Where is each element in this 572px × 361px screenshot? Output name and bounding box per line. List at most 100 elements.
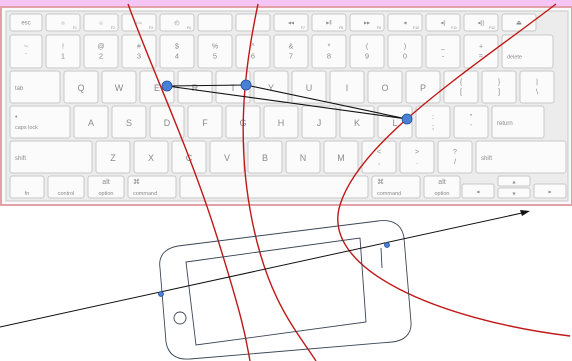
key-0-bottom: 0 — [403, 52, 407, 61]
phone-speaker — [381, 248, 382, 268]
key-symbol-bottom: . — [416, 157, 418, 166]
key-blank[interactable] — [180, 176, 368, 198]
key-symbol-top: | — [536, 79, 538, 86]
key-8-bottom: 8 — [327, 52, 331, 61]
axis-arrowhead — [520, 210, 530, 216]
key-s-label: S — [126, 118, 132, 128]
key-caps-lock-bottom: caps lock — [15, 125, 38, 131]
key-symbol-top: > — [415, 149, 419, 156]
key-symbol-glyph: ⏏ — [516, 21, 522, 27]
key-symbol-top: : — [432, 114, 434, 121]
point-r-key — [241, 80, 251, 90]
key-arrow-left-glyph: ◂ — [476, 190, 479, 196]
key-delete-bottom: delete — [507, 55, 522, 61]
key-d-label: D — [164, 118, 171, 128]
key-z-label: Z — [110, 153, 116, 163]
phone-body — [160, 221, 411, 360]
key-e-label: E — [154, 83, 160, 93]
key-symbol-fn: F10 — [413, 26, 419, 30]
key-l-label: L — [392, 118, 397, 128]
key-command-bottom: command — [377, 191, 401, 197]
key-symbol-fn: F4 — [187, 26, 191, 30]
key-delete[interactable] — [502, 35, 553, 68]
key-command-bottom: command — [133, 191, 157, 197]
key-q-label: Q — [77, 83, 84, 93]
key-2-top: @ — [97, 44, 104, 51]
phone-home-button — [174, 312, 186, 324]
key-4-bottom: 4 — [175, 52, 179, 61]
key-command-top: ⌘ — [133, 178, 140, 186]
key-symbol-bottom: ] — [498, 87, 500, 96]
key-option-bottom: option — [435, 191, 450, 197]
key-3-bottom: 3 — [137, 52, 141, 61]
key-symbol-glyph: ▸‖ — [326, 21, 332, 27]
key-r-label: R — [192, 83, 199, 93]
key-w-label: W — [115, 83, 124, 93]
key-5-top: % — [212, 44, 218, 51]
key-symbol-glyph: ◂)) — [477, 21, 484, 27]
point-e-key — [162, 81, 172, 91]
key-n-label: N — [300, 153, 307, 163]
key-symbol-fn: F8 — [339, 26, 343, 30]
key-symbol-fn: F2 — [111, 26, 115, 30]
key-v-label: V — [224, 153, 230, 163]
point-axis-left — [159, 292, 164, 297]
key-symbol-top: + — [479, 44, 483, 51]
key-return-label: return — [497, 121, 513, 127]
key-shift-label: shift — [481, 156, 492, 162]
key-symbol-glyph: ◴ — [174, 21, 179, 27]
key-0-top: ) — [404, 44, 406, 51]
key-option-top: alt — [438, 179, 445, 186]
key-h-label: H — [278, 118, 285, 128]
key-option-bottom: option — [99, 191, 114, 197]
point-axis-right — [385, 243, 390, 248]
key-arrow-up-glyph: ▴ — [512, 180, 515, 186]
key-u-label: U — [306, 83, 313, 93]
key-f-label: F — [202, 118, 208, 128]
key-symbol-glyph: ◂ — [403, 21, 406, 27]
key-tab-label: tab — [15, 86, 24, 92]
key-caps-lock[interactable] — [10, 106, 70, 138]
key-3-top: # — [137, 44, 141, 51]
key-4-top: $ — [175, 44, 179, 51]
key-command-top: ⌘ — [377, 178, 384, 186]
key-2-bottom: 2 — [99, 52, 103, 61]
key-shift-label: shift — [15, 156, 26, 162]
key-8-top: * — [328, 44, 331, 51]
phone-outline — [160, 221, 411, 360]
key-symbol-bottom: ` — [25, 52, 28, 61]
key-fn-bottom: fn — [25, 191, 30, 197]
key-symbol-top: ~ — [24, 44, 28, 51]
key-1-top: ! — [62, 44, 64, 51]
key-symbol-fn: F3 — [149, 26, 153, 30]
key-symbol-fn: F7 — [301, 26, 305, 30]
key-control-bottom: control — [58, 191, 75, 197]
key-a-label: A — [88, 118, 94, 128]
key-9-bottom: 9 — [365, 52, 369, 61]
key-symbol-fn: F1 — [73, 26, 77, 30]
key-k-label: K — [354, 118, 360, 128]
key-7-top: & — [289, 44, 294, 51]
key-option-top: alt — [102, 179, 109, 186]
key-symbol-top: _ — [440, 44, 445, 51]
key-esc-glyph: esc — [21, 21, 30, 27]
key-symbol-fn: F11 — [451, 26, 457, 30]
key-symbol-top: ? — [453, 149, 457, 156]
key-symbol-fn: F12 — [489, 26, 495, 30]
key-symbol-bottom: , — [378, 157, 380, 166]
key-t-label: T — [230, 83, 236, 93]
key-1-bottom: 1 — [61, 52, 65, 61]
key-y-label: Y — [268, 83, 274, 93]
key-i-label: I — [346, 83, 349, 93]
key-5-bottom: 5 — [213, 52, 217, 61]
key-blank[interactable] — [198, 14, 232, 31]
key-m-label: M — [337, 153, 345, 163]
key-arrow-right-glyph: ▸ — [548, 190, 551, 196]
key-arrow-down-glyph: ▾ — [512, 192, 515, 198]
key-symbol-glyph: ☼ — [98, 21, 104, 27]
key-symbol-glyph: ◂) — [440, 21, 445, 27]
key-b-label: B — [262, 153, 268, 163]
point-l-key — [402, 114, 412, 124]
key-symbol-glyph: ☼ — [60, 21, 66, 27]
